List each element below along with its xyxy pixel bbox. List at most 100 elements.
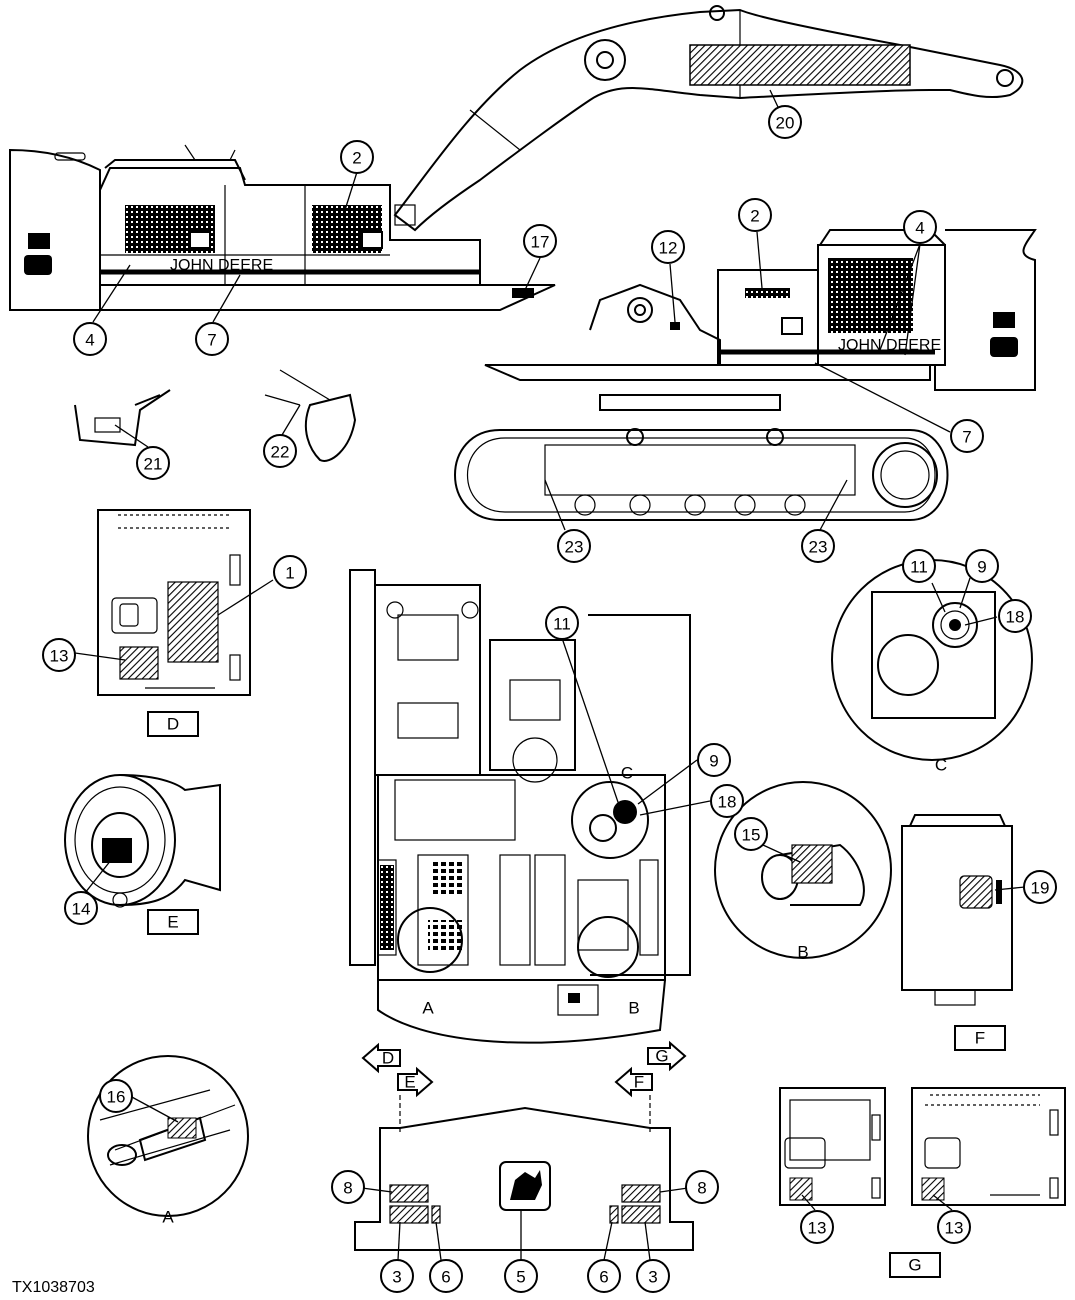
- callout-number: 6: [441, 1268, 450, 1287]
- callout-number: 14: [72, 900, 91, 919]
- view-g-panels: [779, 1087, 1066, 1206]
- callout-number: 4: [915, 219, 924, 238]
- detail-label-B: B: [628, 999, 639, 1018]
- callout-6: 6: [587, 1259, 621, 1293]
- detail-bracket-22: [264, 369, 357, 462]
- callout-number: 7: [962, 428, 971, 447]
- callout-number: 13: [808, 1219, 827, 1238]
- callout-circle: [697, 743, 731, 777]
- callout-6: 6: [429, 1259, 463, 1293]
- figure-reference: TX1038703: [12, 1279, 95, 1296]
- machine-top-view: [349, 569, 691, 1044]
- callout-circle: [998, 599, 1032, 633]
- callout-number: 8: [343, 1179, 352, 1198]
- callout-23: 23: [801, 529, 835, 563]
- view-arrow-D: D: [382, 1049, 394, 1068]
- callout-14: 14: [64, 891, 98, 925]
- callout-21: 21: [136, 446, 170, 480]
- callout-circle: [950, 419, 984, 453]
- callout-number: 22: [271, 443, 290, 462]
- callout-15: 15: [734, 817, 768, 851]
- callout-number: 11: [910, 558, 928, 577]
- callout-circle: [768, 105, 802, 139]
- callout-number: 13: [945, 1219, 964, 1238]
- callout-circle: [710, 784, 744, 818]
- callout-11: 11: [545, 606, 579, 640]
- callout-circle: [801, 529, 835, 563]
- callout-20: 20: [768, 105, 802, 139]
- callout-number: 21: [144, 455, 163, 474]
- callout-circle: [937, 1210, 971, 1244]
- detail-bracket-21: [74, 389, 171, 447]
- callout-circle: [273, 555, 307, 589]
- callout-number: 5: [516, 1268, 525, 1287]
- callout-number: 3: [392, 1268, 401, 1287]
- callout-circle: [99, 1079, 133, 1113]
- callout-12: 12: [651, 230, 685, 264]
- callout-2: 2: [738, 198, 772, 232]
- machine-left-side-view: JOHN DEERE: [9, 144, 556, 311]
- callout-13: 13: [42, 638, 76, 672]
- callout-9: 9: [697, 743, 731, 777]
- callout-circle: [738, 198, 772, 232]
- callout-circle: [903, 210, 937, 244]
- callout-circle: [651, 230, 685, 264]
- detail-label-C-main: C: [621, 764, 633, 783]
- callout-circle: [380, 1259, 414, 1293]
- callout-9: 9: [965, 549, 999, 583]
- callout-circle: [1023, 870, 1057, 904]
- detail-b-circle: [714, 781, 892, 959]
- callout-circle: [800, 1210, 834, 1244]
- callout-circle: [734, 817, 768, 851]
- callout-number: 23: [565, 538, 584, 557]
- callout-circle: [902, 549, 936, 583]
- callout-circle: [42, 638, 76, 672]
- callout-number: 13: [50, 647, 69, 666]
- callout-circle: [965, 549, 999, 583]
- callout-23: 23: [557, 529, 591, 563]
- detail-label-B-circle: B: [797, 943, 808, 962]
- callout-circle: [340, 140, 374, 174]
- callout-number: 23: [809, 538, 828, 557]
- view-label-boxes: D E F G: [147, 711, 1006, 1278]
- callout-number: 19: [1031, 879, 1050, 898]
- callout-circle: [685, 1170, 719, 1204]
- callout-circle: [195, 322, 229, 356]
- brand-decal-right: JOHN DEERE: [838, 337, 941, 354]
- callout-4: 4: [903, 210, 937, 244]
- detail-label-C-circle: C: [935, 756, 947, 775]
- view-e-air-filter: [64, 774, 221, 908]
- callout-number: 18: [1006, 608, 1025, 627]
- callout-number: 16: [107, 1088, 126, 1107]
- callout-number: 4: [85, 331, 94, 350]
- track-rollers: [574, 494, 806, 516]
- view-arrow-F: F: [634, 1073, 644, 1092]
- callout-number: 18: [718, 793, 737, 812]
- detail-a-circle: [87, 1055, 249, 1217]
- callout-13: 13: [937, 1210, 971, 1244]
- callout-8: 8: [685, 1170, 719, 1204]
- callout-circle: [636, 1259, 670, 1293]
- view-box-G: G: [908, 1256, 921, 1275]
- callout-circle: [557, 529, 591, 563]
- callout-number: 17: [531, 233, 550, 252]
- callout-circle: [64, 891, 98, 925]
- callout-circle: [504, 1259, 538, 1293]
- callout-number: 12: [659, 239, 678, 258]
- callout-number: 20: [776, 114, 795, 133]
- view-box-D: D: [167, 715, 179, 734]
- callout-number: 15: [742, 826, 761, 845]
- view-box-E: E: [167, 913, 178, 932]
- callout-16: 16: [99, 1079, 133, 1113]
- callout-18: 18: [998, 599, 1032, 633]
- callout-number: 3: [648, 1268, 657, 1287]
- callout-number: 8: [697, 1179, 706, 1198]
- callout-2: 2: [340, 140, 374, 174]
- callout-circle: [331, 1170, 365, 1204]
- callout-5: 5: [504, 1259, 538, 1293]
- callout-13: 13: [800, 1210, 834, 1244]
- machine-right-side-view: JOHN DEERE: [454, 229, 1037, 521]
- callout-number: 7: [207, 331, 216, 350]
- callout-11: 11: [902, 549, 936, 583]
